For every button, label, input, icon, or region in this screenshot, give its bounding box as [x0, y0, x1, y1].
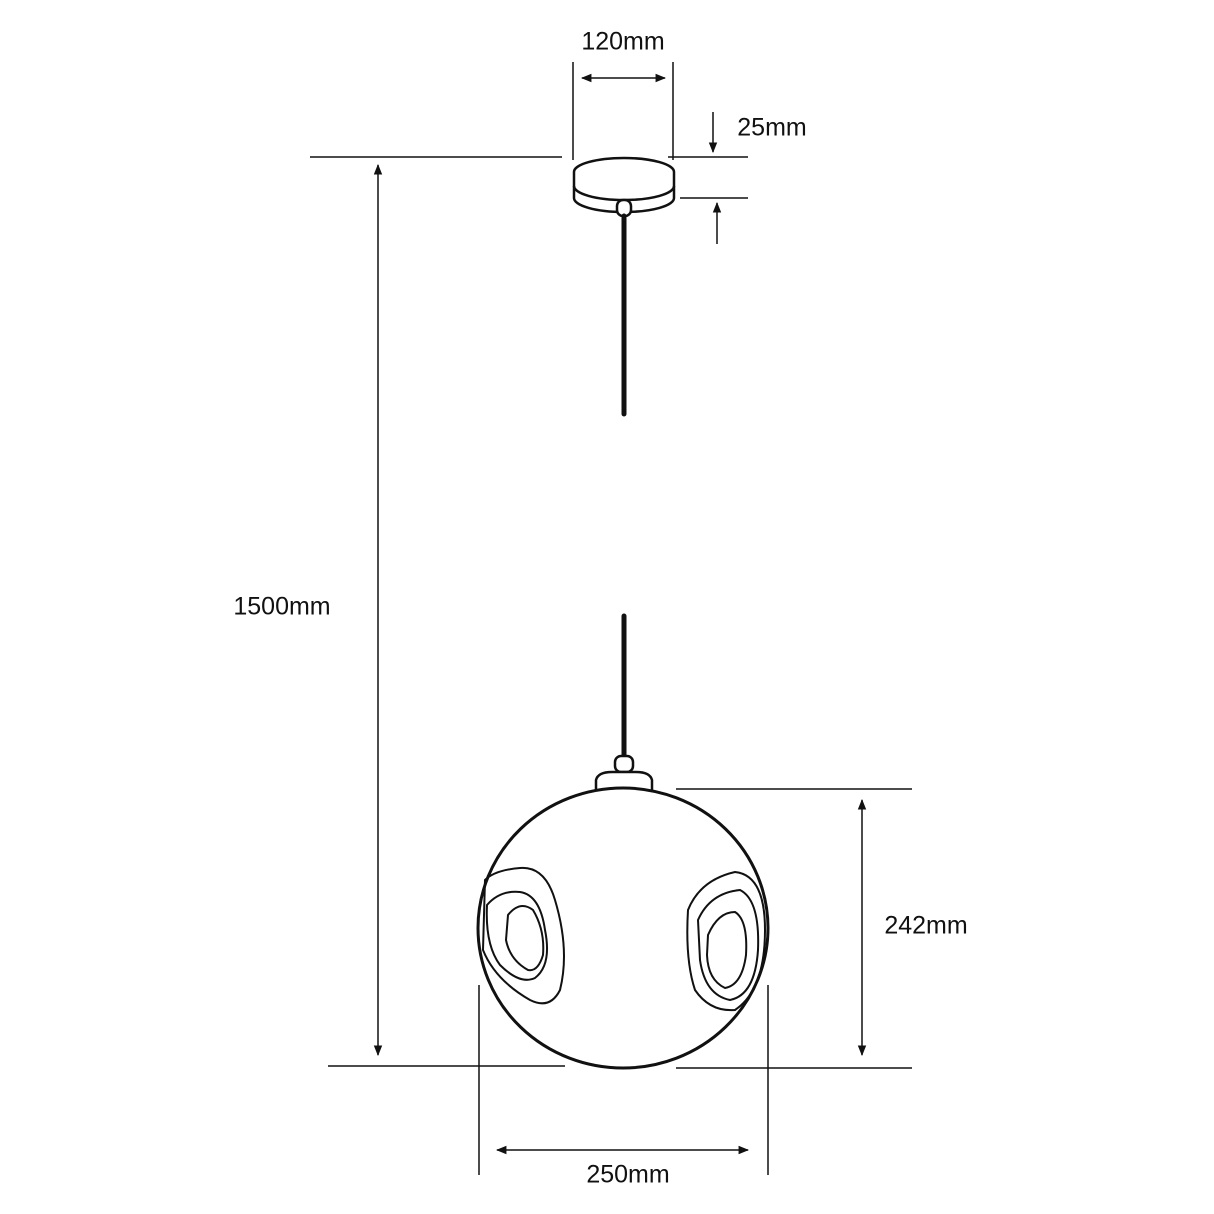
- ceiling-canopy: [572, 156, 676, 218]
- glass-globe: [476, 786, 770, 1070]
- canopy-height-label: 25mm: [737, 113, 807, 142]
- globe-height-label: 242mm: [884, 911, 968, 940]
- globe-cap: [594, 754, 654, 790]
- overall-drop-label: 1500mm: [233, 592, 331, 621]
- canopy-width-label: 120mm: [581, 27, 665, 56]
- dimension-lines: [310, 62, 912, 1175]
- globe-width-label: 250mm: [586, 1160, 670, 1189]
